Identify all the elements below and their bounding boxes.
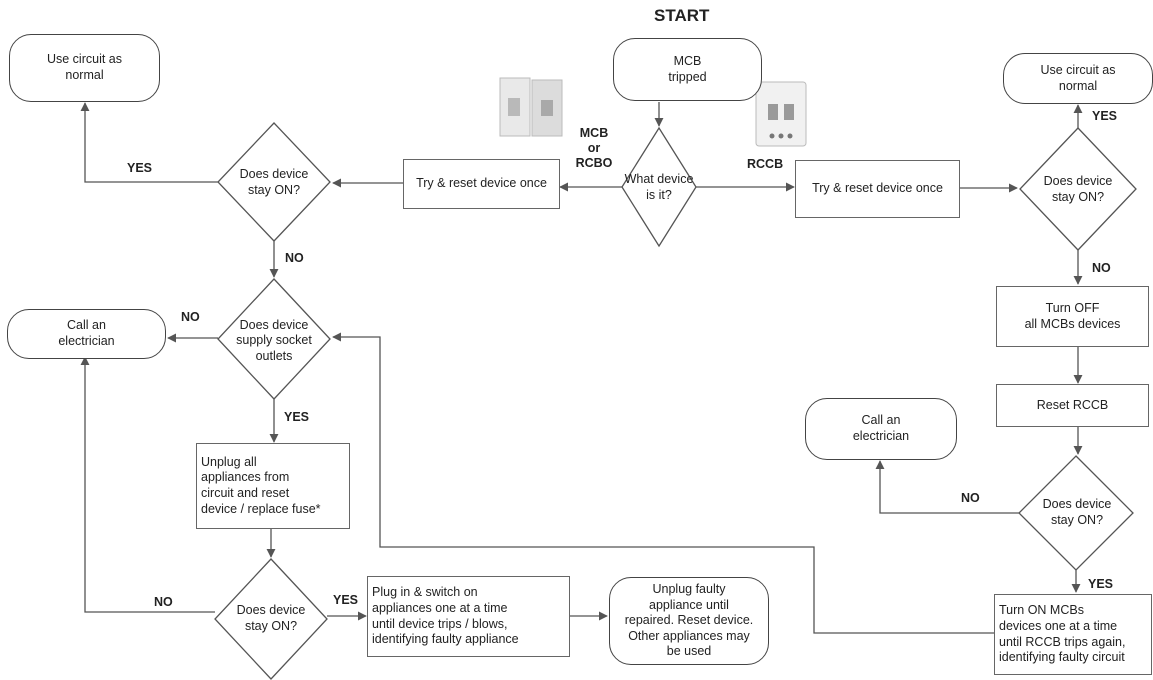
label-yes-left: YES xyxy=(127,161,153,175)
reset-rccb-node: Reset RCCB xyxy=(996,384,1149,427)
stay-on-left-text: Does device stay ON? xyxy=(239,167,309,197)
label-no-socket: NO xyxy=(181,310,200,324)
reset-device-left: Try & reset device once xyxy=(403,159,560,209)
stay-on-bottom-text: Does device stay ON? xyxy=(236,603,306,633)
label-yes-bottom: YES xyxy=(333,593,359,607)
supply-socket-text: Does device supply socket outlets xyxy=(236,317,312,363)
unplug-faulty-node: Unplug faulty appliance until repaired. … xyxy=(609,577,769,665)
use-circuit-normal-left: Use circuit as normal xyxy=(9,34,160,102)
what-device-text: What device is it? xyxy=(624,172,694,202)
decision-what-device xyxy=(621,126,697,248)
label-rccb: RCCB xyxy=(747,157,784,171)
label-yes-socket: YES xyxy=(284,410,310,424)
call-electrician-right: Call an electrician xyxy=(805,398,957,460)
label-no-left: NO xyxy=(285,251,304,265)
reset-device-right: Try & reset device once xyxy=(795,160,960,218)
start-title: START xyxy=(654,6,710,25)
label-yes-right: YES xyxy=(1092,109,1118,123)
plug-in-node: Plug in & switch on appliances one at a … xyxy=(367,576,570,657)
start-node: MCB tripped xyxy=(613,38,762,101)
label-yes-rccb: YES xyxy=(1088,577,1114,591)
unplug-all-node: Unplug all appliances from circuit and r… xyxy=(196,443,350,529)
stay-on-right-text: Does device stay ON? xyxy=(1043,174,1113,204)
stay-on-rccb-text: Does device stay ON? xyxy=(1042,497,1112,527)
call-electrician-left: Call an electrician xyxy=(7,309,166,359)
turn-on-mcbs-node: Turn ON MCBs devices one at a time until… xyxy=(994,594,1152,675)
decision-stay-on-bottom xyxy=(214,558,328,680)
label-mcb-rcbo: MCB or RCBO xyxy=(575,126,613,170)
mcb-device-image xyxy=(499,77,563,137)
turn-off-mcbs-node: Turn OFF all MCBs devices xyxy=(996,286,1149,347)
label-no-rccb: NO xyxy=(961,491,980,505)
label-no-right: NO xyxy=(1092,261,1111,275)
use-circuit-normal-right: Use circuit as normal xyxy=(1003,53,1153,104)
label-no-bottom: NO xyxy=(154,595,173,609)
rccb-device-image xyxy=(755,81,807,147)
